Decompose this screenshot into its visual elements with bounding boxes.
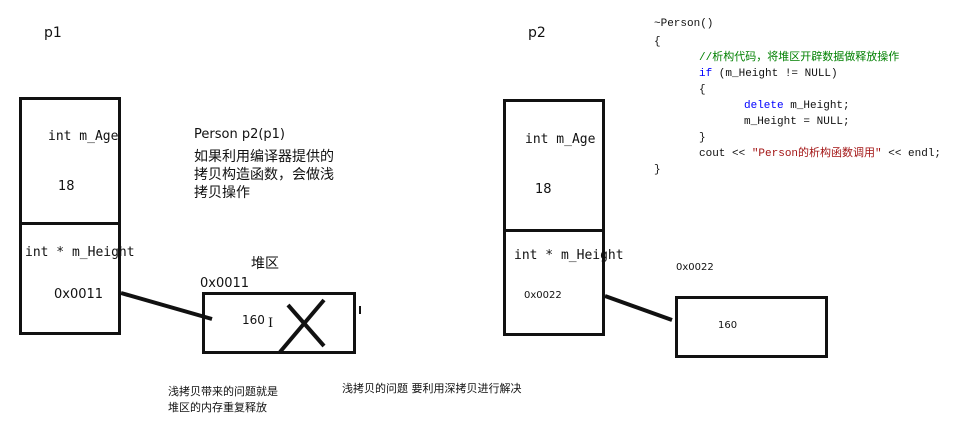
p2-age-value: 18 — [535, 182, 552, 197]
p1-object-box — [19, 97, 121, 335]
p2-age-label: int m_Age — [525, 132, 596, 147]
cross-mark-stroke-1 — [286, 303, 326, 348]
heap-address-1: 0x0011 — [200, 276, 250, 291]
heap-block-1 — [202, 292, 356, 354]
p2-divider — [503, 229, 605, 232]
code-cout-start: cout << — [699, 148, 752, 160]
p1-title: p1 — [44, 25, 62, 41]
code-if-condition: (m_Height != NULL) — [712, 68, 838, 80]
code-comment: //析构代码，将堆区开辟数据做释放操作 — [699, 52, 900, 64]
heap-block-2 — [675, 296, 828, 358]
problem-note-line-2: 堆区的内存重复释放 — [168, 401, 267, 414]
code-if-line: if (m_Height != NULL) — [699, 66, 838, 82]
code-cout-string: "Person的析构函数调用" — [751, 148, 882, 160]
p1-age-label: int m_Age — [48, 129, 119, 144]
heap-value-2: 160 — [718, 320, 738, 331]
code-if-keyword: if — [699, 68, 713, 80]
heap-value-1: 160 — [242, 313, 265, 327]
p2-title: p2 — [528, 25, 546, 41]
p2-object-box — [503, 99, 605, 336]
problem-note-line-1: 浅拷贝带来的问题就是 — [168, 385, 278, 398]
code-if-close-brace: } — [699, 132, 706, 144]
code-delete-keyword: delete — [744, 100, 784, 112]
code-null-assign: m_Height = NULL; — [744, 116, 850, 128]
heap-label: 堆区 — [251, 256, 279, 272]
cross-mark-stroke-2 — [278, 298, 326, 354]
code-line-1: ~Person() — [654, 18, 714, 30]
note-line-2: 如果利用编译器提供的 — [194, 149, 334, 165]
p1-divider — [19, 222, 121, 225]
text-cursor-icon: I — [268, 316, 274, 331]
p1-height-value: 0x0011 — [54, 287, 104, 302]
p2-pointer-arrow — [604, 294, 673, 322]
note-line-1: Person p2(p1) — [194, 127, 286, 142]
code-delete-target: m_Height; — [783, 100, 850, 112]
p2-height-label: int * m_Height — [514, 248, 624, 263]
code-close-brace: } — [654, 164, 661, 176]
code-cout-end: << endl; — [881, 148, 942, 160]
code-line-2: { — [654, 36, 661, 48]
note-line-4: 拷贝操作 — [194, 185, 250, 201]
code-delete-line: delete m_Height; — [744, 98, 850, 114]
p2-height-value: 0x0022 — [524, 290, 562, 301]
p1-pointer-arrow — [120, 291, 213, 321]
code-if-open-brace: { — [699, 84, 706, 96]
p1-age-value: 18 — [58, 179, 75, 194]
note-line-3: 拷贝构造函数，会做浅 — [194, 167, 334, 183]
solution-note: 浅拷贝的问题 要利用深拷贝进行解决 — [342, 382, 522, 395]
p1-height-label: int * m_Height — [25, 245, 135, 260]
code-cout-line: cout << "Person的析构函数调用" << endl; — [699, 146, 941, 162]
heap-address-2: 0x0022 — [676, 262, 714, 273]
